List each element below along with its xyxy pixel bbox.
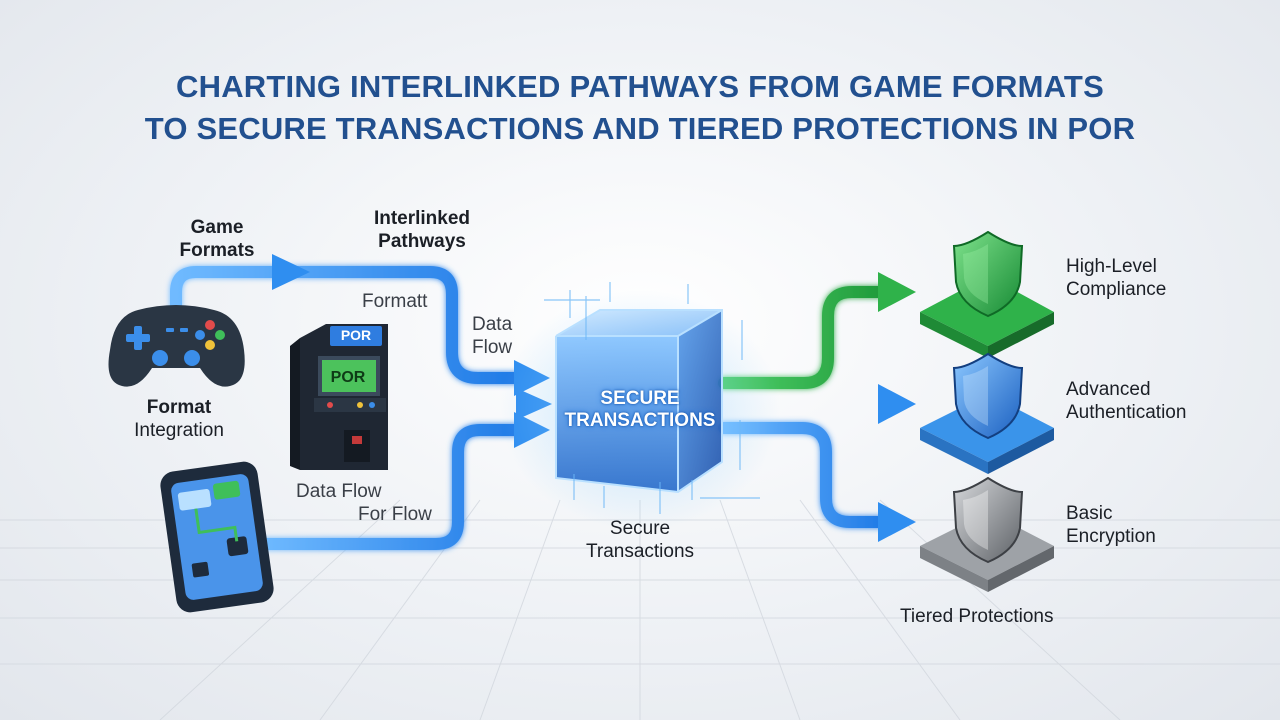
label-format-integration: Format Integration bbox=[118, 396, 240, 442]
label-tiered-protections: Tiered Protections bbox=[900, 606, 1054, 627]
label-secure-transactions-line-1: Secure bbox=[609, 518, 671, 539]
label-data-flow-line-1: Data bbox=[472, 314, 513, 335]
cube-label: SECURE TRANSACTIONS bbox=[560, 388, 720, 432]
label-tier-encryption-line-2: Encryption bbox=[1066, 526, 1156, 547]
cube-label-line-1: SECURE bbox=[600, 388, 680, 409]
label-format-integration-line-2: Integration bbox=[134, 420, 224, 441]
arrow-to-authentication bbox=[878, 384, 916, 424]
label-data-flow-bottom: Data Flow bbox=[296, 481, 382, 502]
label-tier-compliance: High-Level Compliance bbox=[1066, 255, 1166, 301]
arrow-to-encryption bbox=[878, 502, 916, 542]
label-data-flow-line-2: Flow bbox=[472, 337, 513, 358]
label-tier-encryption: Basic Encryption bbox=[1066, 502, 1156, 548]
label-tier-authentication: Advanced Authentication bbox=[1066, 378, 1186, 424]
label-tier-authentication-line-2: Authentication bbox=[1066, 402, 1187, 423]
gamepad-icon bbox=[108, 305, 245, 387]
label-tier-encryption-line-1: Basic bbox=[1066, 503, 1113, 524]
title-line-1: CHARTING INTERLINKED PATHWAYS FROM GAME … bbox=[176, 69, 1104, 104]
flow-to-encryption bbox=[718, 422, 890, 528]
cube-label-line-2: TRANSACTIONS bbox=[564, 410, 716, 431]
arrow-game-formats bbox=[272, 254, 310, 290]
label-interlinked-line-2: Pathways bbox=[378, 231, 466, 252]
arcade-sign-text: POR bbox=[340, 327, 372, 343]
flow-game-formats bbox=[170, 266, 526, 384]
shield-gray-icon bbox=[952, 476, 1024, 564]
smartphone-icon bbox=[160, 461, 274, 613]
label-game-formats: Game Formats bbox=[172, 216, 262, 262]
label-tier-authentication-line-1: Advanced bbox=[1066, 379, 1151, 400]
label-secure-transactions-line-2: Transactions bbox=[585, 541, 695, 562]
arcade-cabinet-icon bbox=[290, 324, 388, 470]
label-tier-compliance-line-2: Compliance bbox=[1066, 279, 1167, 300]
label-game-formats-line-1: Game bbox=[190, 217, 244, 238]
label-tier-compliance-line-1: High-Level bbox=[1066, 256, 1157, 277]
title-line-2: TO SECURE TRANSACTIONS AND TIERED PROTEC… bbox=[144, 111, 1136, 146]
arcade-screen-text: POR bbox=[330, 369, 366, 386]
binary-streams bbox=[544, 282, 760, 514]
flow-to-compliance bbox=[718, 286, 890, 389]
cube-icon bbox=[555, 309, 723, 494]
label-interlinked-pathways: Interlinked Pathways bbox=[362, 207, 482, 253]
label-secure-transactions: Secure Transactions bbox=[570, 517, 710, 563]
label-data-flow-top: Data Flow bbox=[472, 313, 512, 359]
arrow-to-compliance bbox=[878, 272, 916, 312]
label-format-integration-line-1: Format bbox=[146, 397, 212, 418]
flow-mobile bbox=[256, 424, 526, 550]
shield-blue-icon bbox=[952, 352, 1024, 440]
label-formatt: Formatt bbox=[362, 291, 428, 312]
diagram-title: CHARTING INTERLINKED PATHWAYS FROM GAME … bbox=[0, 66, 1280, 150]
label-for-flow: For Flow bbox=[358, 504, 432, 525]
shield-green-icon bbox=[952, 230, 1024, 318]
label-interlinked-line-1: Interlinked bbox=[373, 208, 471, 229]
label-game-formats-line-2: Formats bbox=[179, 240, 255, 261]
